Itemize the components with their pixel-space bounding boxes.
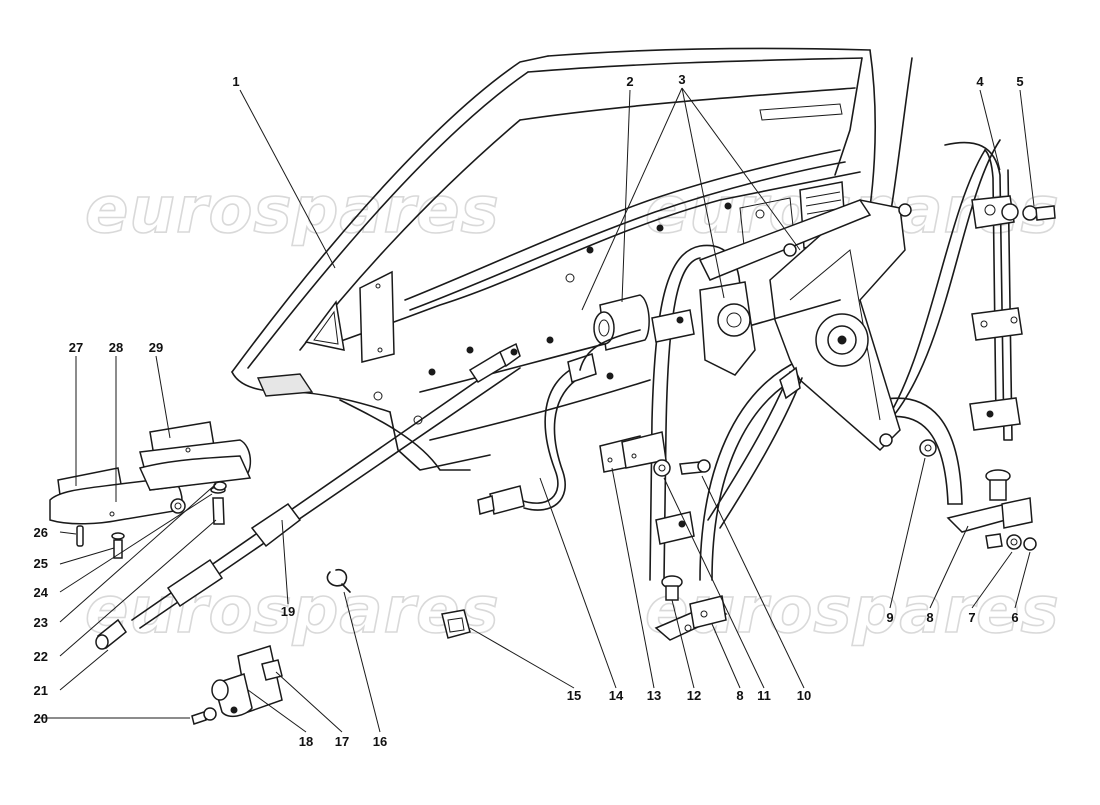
callout-27: 27	[69, 340, 83, 355]
watermark-group: eurospares eurospares eurospares eurospa…	[84, 173, 1059, 649]
callout-18: 18	[299, 734, 313, 749]
callout-10: 10	[797, 688, 811, 703]
callout-2: 2	[626, 74, 633, 89]
callout-26: 26	[34, 525, 48, 540]
callout-20: 20	[34, 711, 48, 726]
callout-23: 23	[34, 615, 48, 630]
callout-13: 13	[647, 688, 661, 703]
callout-22: 22	[34, 649, 48, 664]
callout-labels: 1 2 3 4 5 6 7 8 8 9 10 11 12 13 14 15 16…	[34, 72, 1024, 749]
door-shell	[231, 47, 913, 471]
callout-12: 12	[687, 688, 701, 703]
callout-1: 1	[232, 74, 239, 89]
release-rod	[131, 342, 521, 629]
callout-28: 28	[109, 340, 123, 355]
callout-5: 5	[1016, 74, 1023, 89]
callout-15: 15	[567, 688, 581, 703]
watermark-text-3: eurospares	[85, 574, 500, 648]
watermark-text-1: eurospares	[85, 174, 500, 248]
callout-8-right: 8	[926, 610, 933, 625]
window-regulator	[593, 139, 1056, 581]
callout-25: 25	[34, 556, 48, 571]
callout-29: 29	[149, 340, 163, 355]
screw-5	[1022, 205, 1056, 221]
callout-4: 4	[976, 74, 984, 89]
callout-6: 6	[1011, 610, 1018, 625]
callout-9: 9	[886, 610, 893, 625]
callout-11: 11	[757, 688, 771, 703]
hardware-parts	[76, 459, 1037, 725]
callout-14: 14	[609, 688, 624, 703]
callout-3: 3	[678, 72, 685, 87]
callout-7: 7	[968, 610, 975, 625]
callout-17: 17	[335, 734, 349, 749]
leader-lines	[40, 87, 1035, 733]
callout-21: 21	[34, 683, 48, 698]
callout-19: 19	[281, 604, 295, 619]
callout-16: 16	[373, 734, 387, 749]
callout-8-lower: 8	[736, 688, 743, 703]
callout-24: 24	[34, 585, 49, 600]
wiring-harness	[477, 329, 641, 515]
